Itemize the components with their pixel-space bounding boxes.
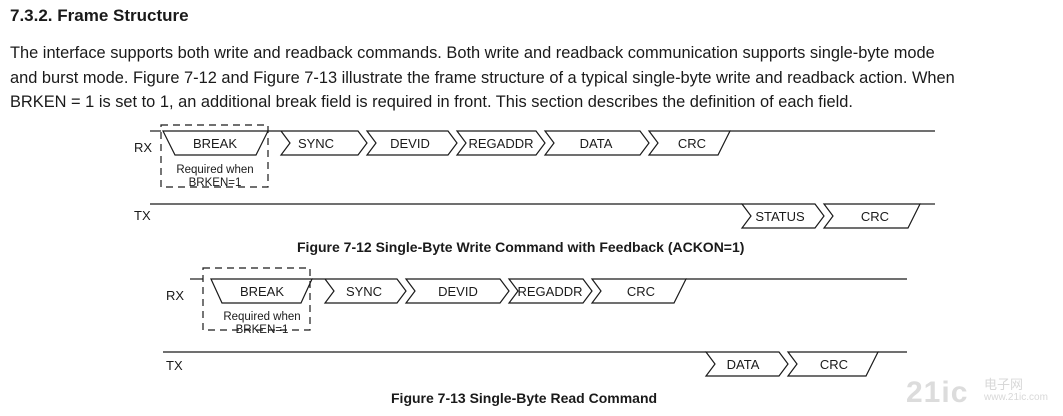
fig2-break-note-line1: Required when [223,311,300,323]
fig1-break-label: BREAK [193,136,237,151]
fig1-break-note-line1: Required when [176,164,253,176]
fig1-status-field [740,203,825,229]
section-heading: 7.3.2. Frame Structure [10,6,189,26]
figure-7-12-caption: Figure 7-12 Single-Byte Write Command wi… [297,239,745,255]
fig2-tx-label: TX [166,358,183,373]
fig1-break-field [162,130,269,156]
fig1-devid-field [365,130,458,156]
fig2-break-label: BREAK [240,284,284,299]
fig2-break-note-line2: BRKEN=1 [236,324,289,336]
fig2-sync-field [312,278,407,304]
fig1-tx-label: TX [134,208,151,223]
fig1-rx-label: RX [134,140,152,155]
section-paragraph: The interface supports both write and re… [10,41,1060,115]
fig1-crc-label: CRC [678,136,706,151]
fig2-tx-crc-label: CRC [820,357,848,372]
fig2-data-label: DATA [727,357,760,372]
fig1-break-dashed-box [160,124,269,188]
paragraph-line: The interface supports both write and re… [10,44,935,62]
watermark-url: www.21ic.com [984,392,1048,403]
fig2-devid-field [404,278,510,304]
fig1-data-field [543,130,650,156]
fig1-data-label: DATA [580,136,613,151]
fig1-status-label: STATUS [755,209,805,224]
paragraph-line: BRKEN = 1 is set to 1, an additional bre… [10,93,853,111]
fig1-crc-field [647,130,731,156]
watermark-logo: 21ic [906,376,969,409]
figure-7-13-caption: Figure 7-13 Single-Byte Read Command [391,390,658,406]
fig1-regaddr-label: REGADDR [468,136,533,151]
paragraph-line: and burst mode. Figure 7-12 and Figure 7… [10,68,955,87]
fig1-regaddr-field [455,130,546,156]
section-title: Frame Structure [57,6,189,25]
fig1-tx-crc-field [822,203,921,229]
fig1-sync-field [268,130,368,156]
fig2-crc-field [590,278,687,304]
fig2-sync-label: SYNC [346,284,382,299]
fig2-break-dashed-box [202,267,311,331]
fig1-break-note-line2: BRKEN=1 [189,177,242,189]
fig1-tx-crc-label: CRC [861,209,889,224]
fig2-crc-label: CRC [627,284,655,299]
watermark-cn: 电子网 [984,377,1024,392]
fig2-data-field [704,351,789,377]
section-number: 7.3.2. [10,6,53,25]
fig2-rx-label: RX [166,288,184,303]
fig2-regaddr-label: REGADDR [517,284,582,299]
fig1-sync-label: SYNC [298,136,334,151]
fig2-break-field [210,278,313,304]
fig2-regaddr-field [507,278,593,304]
fig1-devid-label: DEVID [390,136,430,151]
fig2-tx-crc-field [786,351,879,377]
fig2-devid-label: DEVID [438,284,478,299]
